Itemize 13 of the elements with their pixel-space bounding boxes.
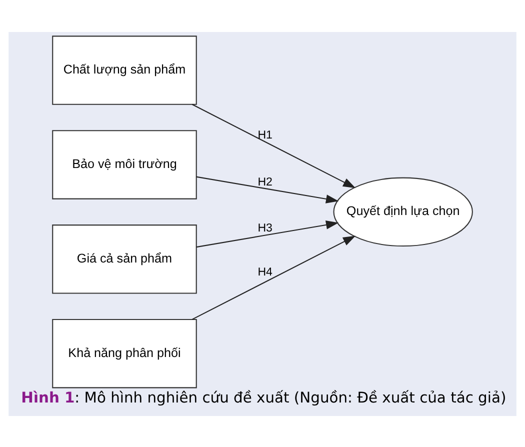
arrow [192, 235, 356, 320]
edge-label: H2 [258, 176, 272, 188]
node-box: Chất lượng sản phẩm [52, 35, 197, 104]
caption: Hình 1: Mô hình nghiên cứu đề xuất (Nguồn: Đề xuất của tác giả) [21, 389, 506, 406]
arrow [192, 103, 356, 188]
arrow [196, 220, 339, 248]
arrow [196, 176, 339, 203]
node-box: Bảo vệ môi trường [52, 130, 197, 199]
node-box: Khả năng phân phối [52, 318, 197, 388]
edge-label: H4 [258, 266, 272, 278]
node-box: Giá cả sản phẩm [52, 224, 197, 294]
edge-label: H3 [258, 222, 272, 234]
edge-label: H1 [258, 128, 272, 141]
